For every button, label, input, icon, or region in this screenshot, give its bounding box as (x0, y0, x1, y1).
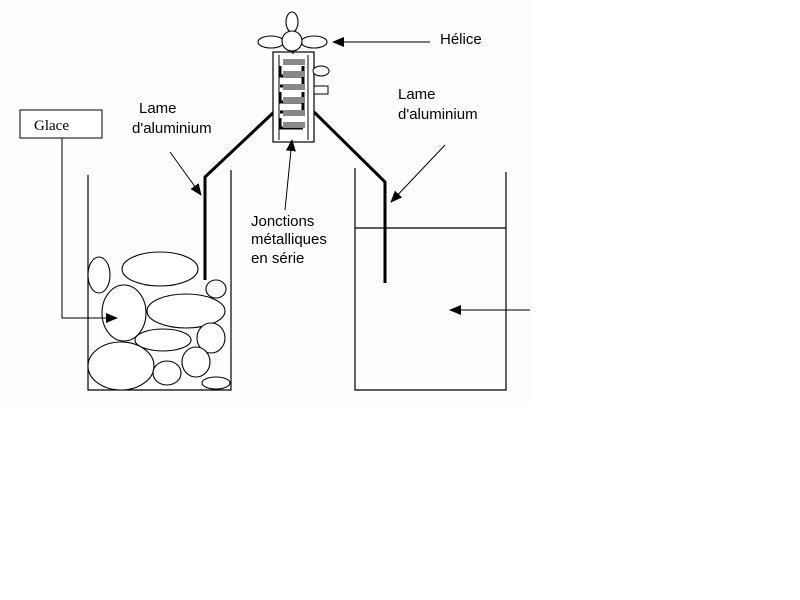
ice-cube (205, 279, 227, 299)
water-container (354, 168, 507, 391)
junctions-arrow (284, 139, 296, 211)
glace-label-box: Glace (19, 109, 103, 139)
thermoelectric-module (272, 44, 330, 143)
ice-cube (181, 346, 211, 378)
motor-part (313, 85, 329, 95)
ice-cube (201, 376, 231, 390)
aluminium-strips (203, 110, 387, 283)
left-aluminium-strip (203, 110, 276, 280)
right-aluminium-strip (312, 110, 387, 283)
propeller-icon (257, 11, 328, 52)
left-strip-arrow (169, 151, 202, 196)
ice-container (87, 170, 232, 391)
ice-cube (87, 341, 155, 391)
junctions-label-line2: métalliques (251, 231, 327, 248)
ice-cube (146, 293, 226, 329)
ice-cube (101, 284, 147, 342)
ice-cubes (87, 251, 231, 391)
figure-background (0, 0, 530, 405)
right-strip-arrow (390, 144, 446, 203)
junctions-label-line1: Jonctions (251, 213, 314, 230)
right-aluminium-label-line2: d'aluminium (398, 106, 478, 123)
ice-cube (152, 360, 182, 386)
left-aluminium-label-line1: Lame (139, 100, 177, 117)
ice-cube (121, 251, 199, 287)
glace-label: Glace (34, 118, 69, 134)
ice-arrow (61, 138, 118, 323)
ice-cube (134, 328, 192, 352)
junction-bars (283, 59, 305, 128)
junctions-label-line3: en série (251, 250, 304, 267)
left-aluminium-label-line2: d'aluminium (132, 120, 212, 137)
ice-cube (87, 256, 111, 294)
motor-part (312, 65, 330, 77)
propeller-label: Hélice (440, 31, 482, 48)
right-aluminium-label-line1: Lame (398, 86, 436, 103)
leader-arrows (61, 37, 530, 323)
ice-cube (196, 322, 226, 354)
